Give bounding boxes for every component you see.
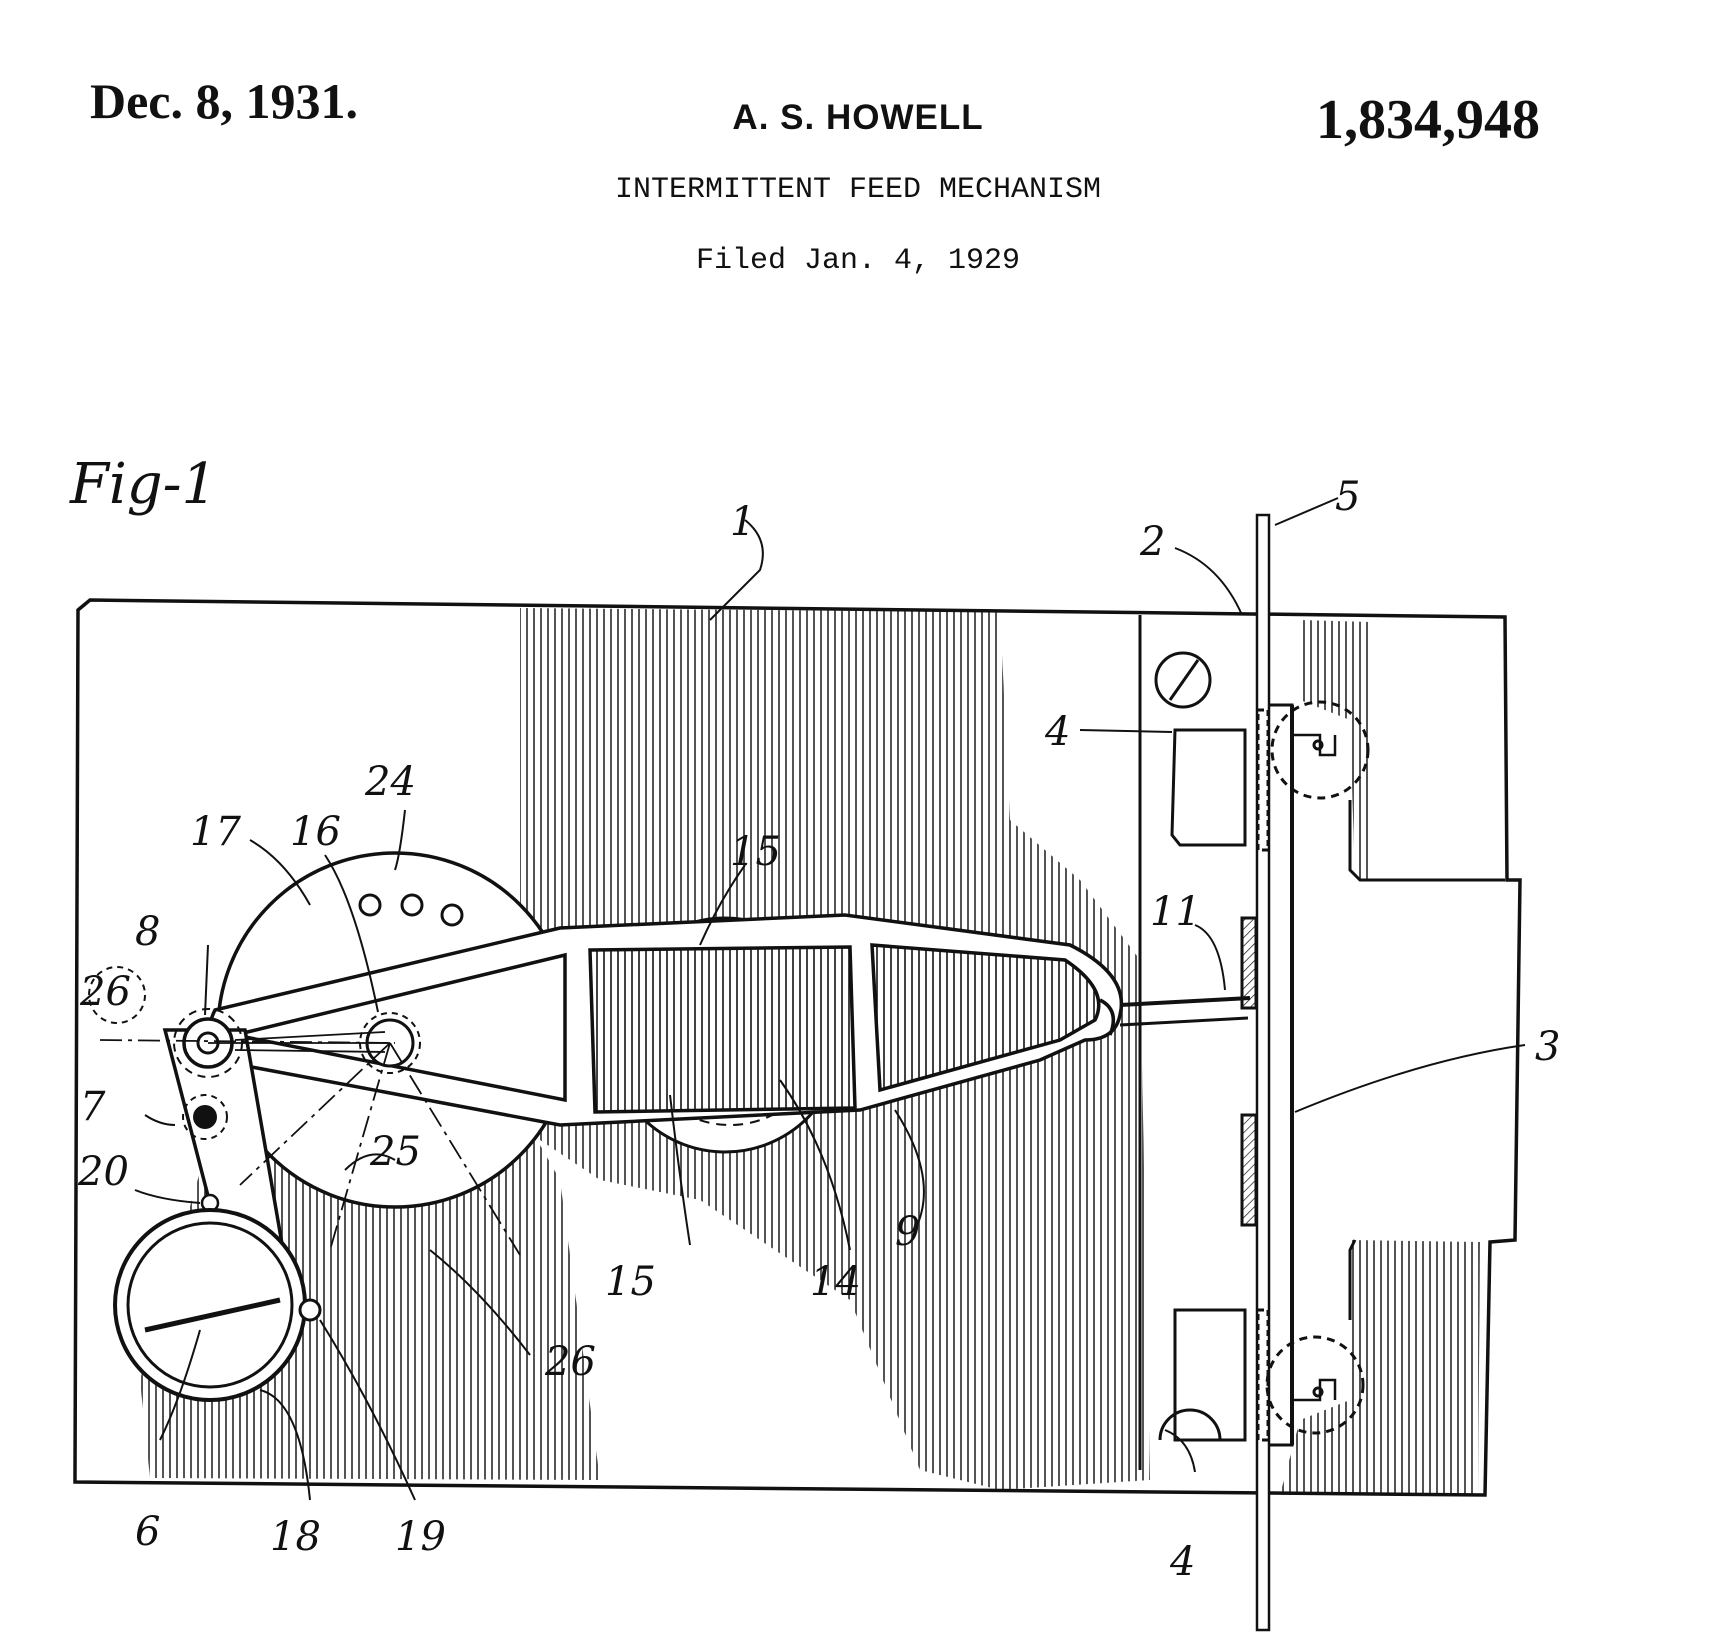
patent-title: INTERMITTENT FEED MECHANISM [614,173,1102,207]
patent-date: Dec. 8, 1931. [90,73,358,129]
label-24: 24 [364,759,416,805]
inventor-name: A. S. HOWELL [732,98,984,137]
label-2: 2 [1139,519,1165,565]
guide-block [1138,513,1505,1632]
label-15-upper: 15 [730,829,781,875]
label-7: 7 [80,1084,106,1130]
filing-date: Filed Jan. 4, 1929 [695,244,1021,278]
label-1: 1 [730,499,755,545]
label-18: 18 [270,1514,321,1560]
pivot-arm-7 [88,966,322,1402]
label-9: 9 [895,1209,920,1255]
label-5: 5 [1335,474,1360,520]
label-4-upper: 4 [1044,709,1070,755]
figure-label: Fig-1 [70,452,218,517]
label-16: 16 [290,809,341,855]
label-25: 25 [369,1129,421,1175]
leader-lines [134,497,1526,1501]
label-26-left: 26 [79,969,131,1015]
claw-frame-9 [207,913,1251,1127]
label-3: 3 [1535,1024,1560,1070]
reference-numerals: 1 2 5 3 4 4 11 24 17 16 8 26 7 20 25 15 … [77,474,1560,1585]
label-4-lower: 4 [1169,1539,1195,1585]
label-15-lower: 15 [605,1259,656,1305]
label-11: 11 [1150,889,1201,935]
label-17: 17 [190,809,241,855]
label-14: 14 [810,1259,861,1305]
label-26-lower: 26 [544,1339,596,1385]
label-20: 20 [77,1149,129,1195]
center-lines [99,1031,521,1256]
label-6: 6 [135,1509,160,1555]
label-8: 8 [135,909,160,955]
label-19: 19 [395,1514,446,1560]
patent-number: 1,834,948 [1316,89,1540,151]
